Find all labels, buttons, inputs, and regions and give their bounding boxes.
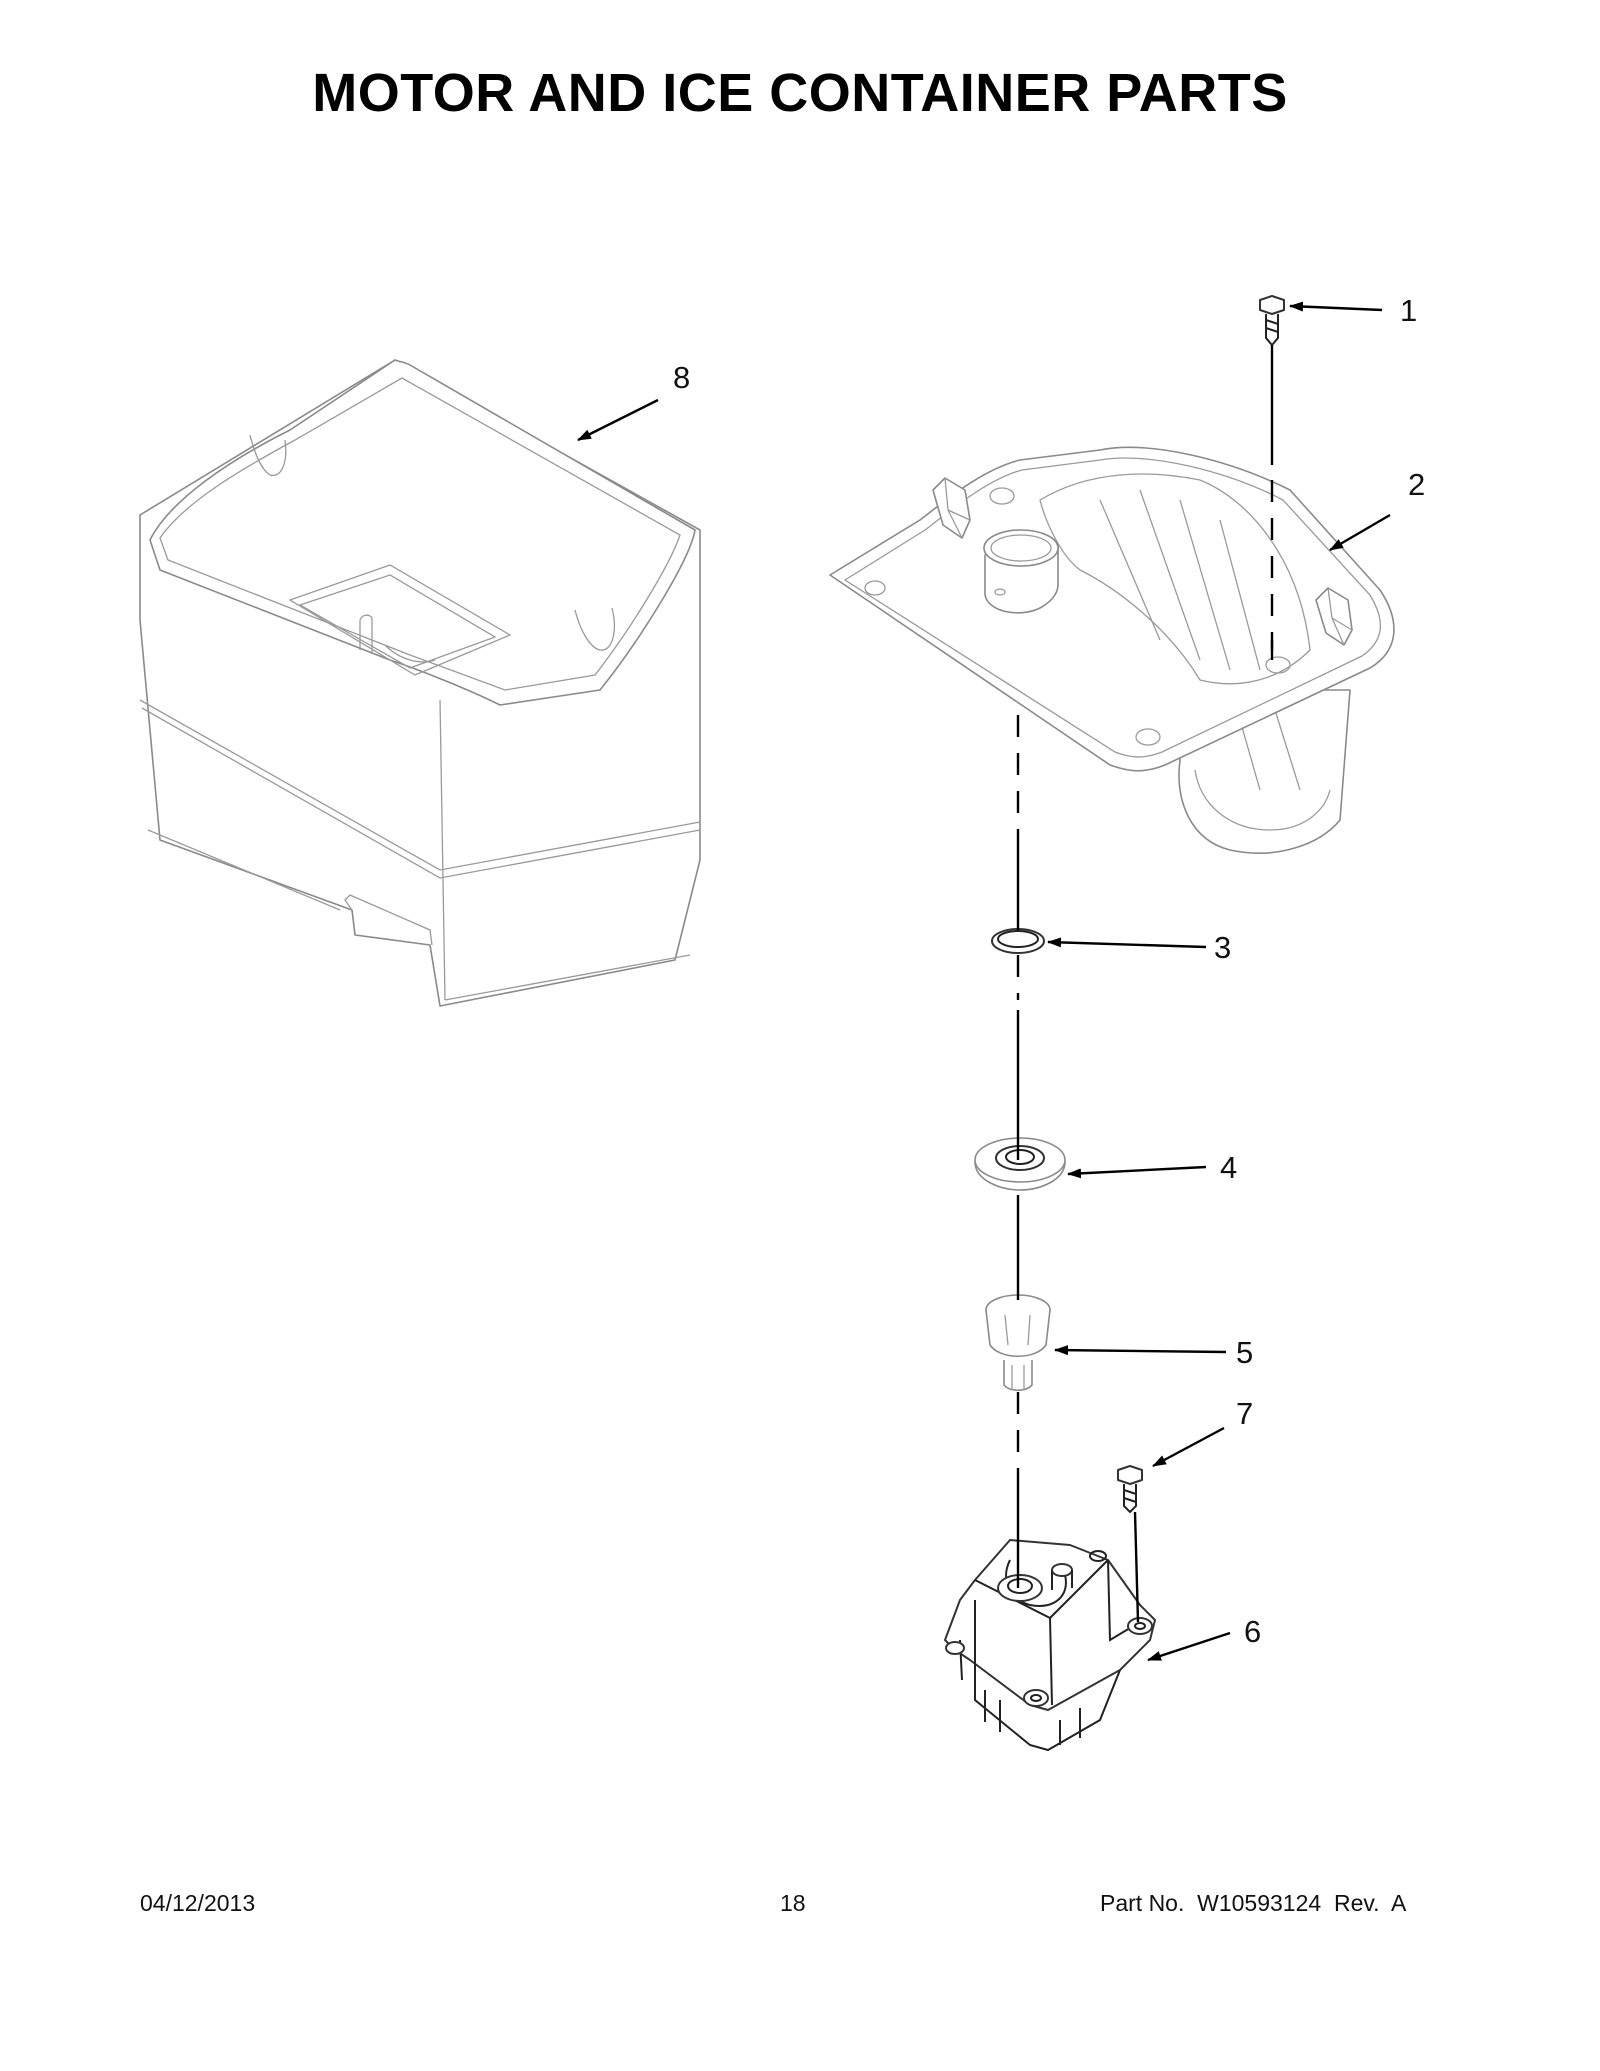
leader-5 (1054, 1345, 1227, 1356)
footer-part-info: Part No. W10593124 Rev. A (1100, 1890, 1407, 1916)
leader-3 (1047, 937, 1207, 949)
leader-7 (1152, 1426, 1225, 1468)
callout-7: 7 (1236, 1396, 1253, 1431)
leader-1 (1289, 301, 1383, 312)
screw-part-1 (1259, 295, 1285, 347)
motor-part-6 (944, 1539, 1156, 1752)
assembly-lines (1016, 345, 1274, 1623)
ice-container-part (139, 359, 701, 1007)
coupler-part-5 (985, 1294, 1051, 1392)
callout-5: 5 (1236, 1335, 1253, 1370)
ice-funnel-bracket-part (829, 446, 1395, 854)
callout-1: 1 (1400, 293, 1417, 328)
leader-lines (577, 301, 1391, 1662)
bushing-part-4 (974, 1137, 1066, 1191)
ring-part-3 (991, 928, 1045, 954)
callout-3: 3 (1214, 930, 1231, 965)
callout-6: 6 (1244, 1614, 1261, 1649)
leader-4 (1067, 1165, 1207, 1179)
leader-8 (577, 398, 659, 442)
callout-4: 4 (1220, 1150, 1237, 1185)
leader-6 (1147, 1631, 1231, 1662)
footer-date: 04/12/2013 (140, 1890, 256, 1916)
leader-2 (1329, 513, 1391, 552)
callout-2: 2 (1408, 467, 1425, 502)
callout-8: 8 (673, 360, 690, 395)
page-title: MOTOR AND ICE CONTAINER PARTS (312, 63, 1288, 123)
callout-labels: 1 2 3 4 5 6 7 8 (673, 293, 1425, 1649)
screw-part-7 (1117, 1465, 1143, 1514)
footer-page-number: 18 (780, 1890, 806, 1916)
